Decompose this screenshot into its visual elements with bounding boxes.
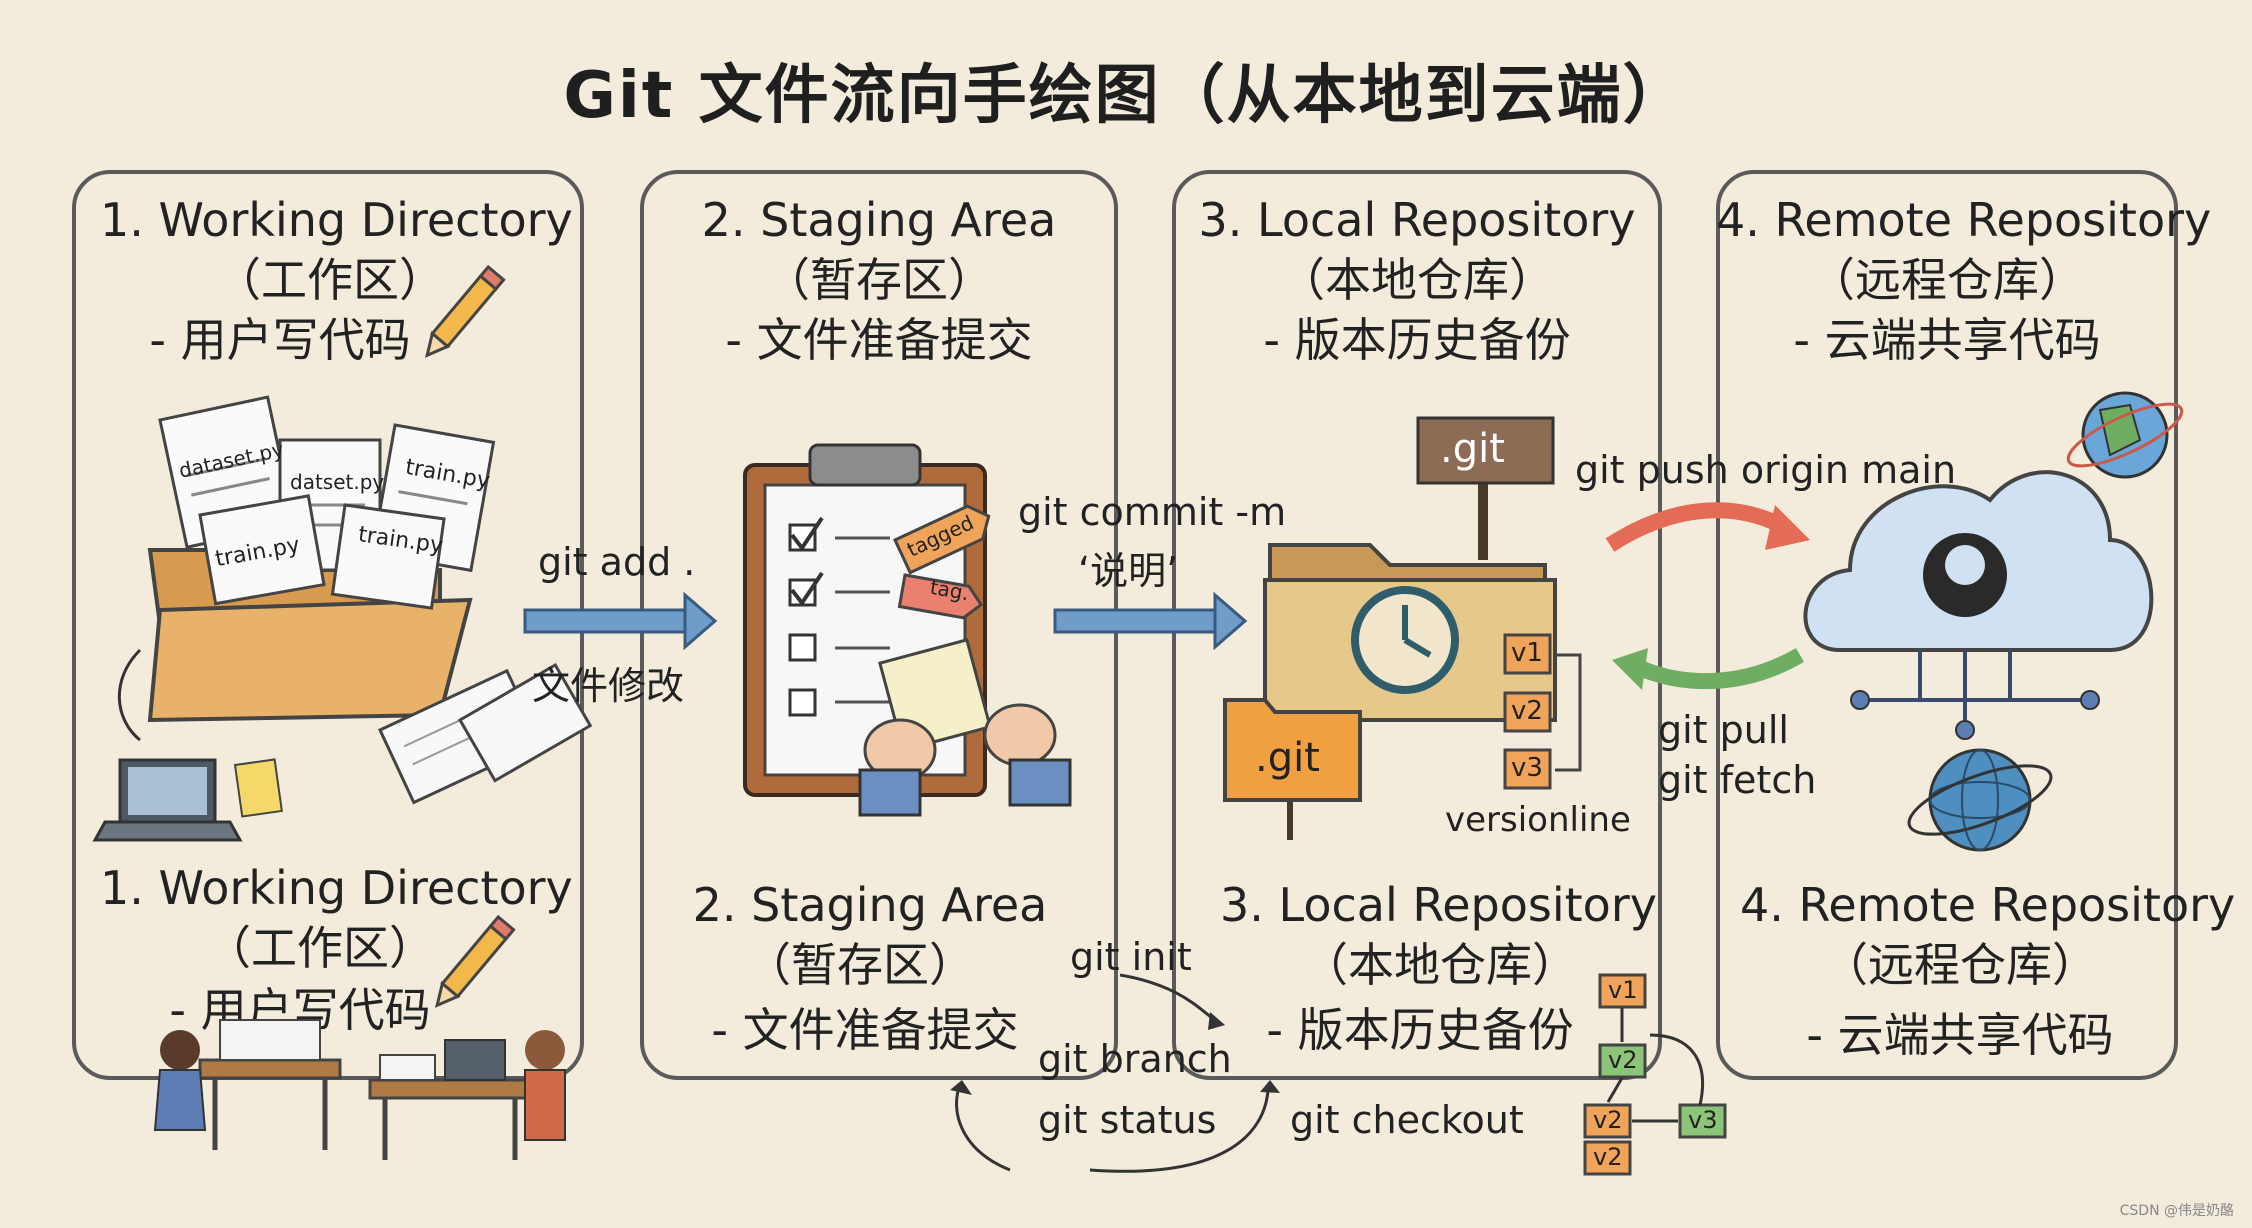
version-box-v3 [1503, 748, 1552, 790]
git-pull-label: git pull [1658, 708, 1789, 752]
panel2-top-sub: （暂存区） [764, 253, 994, 307]
git-init-label: git init [1070, 935, 1192, 979]
person-at-desk-icon [153, 1019, 342, 1150]
file-icon [330, 503, 446, 610]
cycle-arrow-left [955, 1084, 1011, 1172]
branch-box-v2-top [1598, 1043, 1647, 1079]
version-label-v3: v3 [1511, 753, 1543, 783]
panel3-top-desc: - 版本历史备份 [1263, 313, 1571, 367]
watermark: CSDN @伟是奶酪 [2119, 1203, 2234, 1219]
signpost-label: .git [1440, 426, 1505, 472]
branch-label-v2: v2 [1593, 1106, 1623, 1134]
git-add-note: 文件修改 [532, 664, 685, 708]
git-checkout-label: git checkout [1290, 1098, 1524, 1142]
branch-box-v2-bottom [1583, 1140, 1632, 1176]
hands-with-paper-icon [858, 638, 1072, 817]
git-branch-label: git branch [1038, 1037, 1232, 1081]
panel1-top-sub: （工作区） [215, 253, 445, 307]
panel1-top-title: 1. Working Directory [100, 193, 573, 247]
panel2-top-title: 2. Staging Area [701, 193, 1057, 247]
branch-box-v3 [1678, 1103, 1727, 1139]
cycle-arrow-top [1119, 973, 1216, 1022]
panel1-bottom-sub: （工作区） [205, 921, 435, 975]
file-icon [198, 494, 326, 606]
panel4-bottom-sub: （远程仓库） [1822, 938, 2098, 992]
network-globe-icon [1907, 748, 2053, 852]
version-box-v2 [1503, 691, 1552, 733]
panel4-bottom-desc: - 云端共享代码 [1806, 1008, 2114, 1062]
git-commit-label: git commit -m [1018, 490, 1287, 534]
git-add-arrow [523, 591, 718, 651]
panel-remote-repository [1716, 170, 2178, 1080]
panel4-top-sub: （远程仓库） [1809, 253, 2085, 307]
signpost-icon [1416, 416, 1555, 560]
panel2-top-desc: - 文件准备提交 [725, 313, 1033, 367]
panel1-bottom-title: 1. Working Directory [100, 861, 573, 915]
panel3-bottom-desc: - 版本历史备份 [1266, 1003, 1574, 1057]
sticky-note-icon [233, 758, 283, 818]
version-box-v1 [1503, 633, 1552, 675]
panel3-bottom-title: 3. Local Repository [1220, 878, 1657, 932]
git-fetch-label: git fetch [1658, 758, 1817, 802]
git-commit-arrow [1053, 591, 1248, 651]
cloud-icon [1803, 470, 2154, 740]
branch-box-v1 [1598, 973, 1647, 1009]
laptop-icon [92, 758, 243, 842]
pencil-icon [424, 264, 506, 358]
curved-arrow-icon [117, 648, 142, 742]
panel3-bottom-sub: （本地仓库） [1302, 938, 1578, 992]
panel4-top-desc: - 云端共享代码 [1793, 313, 2101, 367]
branch-label-v2: v2 [1608, 1046, 1638, 1074]
git-status-label: git status [1038, 1098, 1217, 1142]
globe-icon [2066, 391, 2184, 479]
git-add-label: git add . [538, 540, 696, 584]
versionline-label: versionline [1445, 800, 1631, 840]
panel3-top-title: 3. Local Repository [1198, 193, 1636, 247]
panel2-bottom-sub: （暂存区） [745, 938, 975, 992]
panel1-top-desc: - 用户写代码 [149, 313, 411, 367]
branch-label-v3: v3 [1688, 1106, 1718, 1134]
branch-box-v2-mid [1583, 1103, 1632, 1139]
tag-icon [897, 573, 984, 620]
git-folder-icon [1223, 698, 1362, 840]
panel4-top-title: 4. Remote Repository [1716, 193, 2212, 247]
pencil-icon-bottom [434, 914, 516, 1008]
panel4-bottom-title: 4. Remote Repository [1740, 878, 2236, 932]
branch-label-v2: v2 [1593, 1143, 1623, 1171]
tag-icon [893, 504, 991, 575]
git-folder-label: .git [1255, 735, 1320, 781]
panel2-bottom-desc: - 文件准备提交 [711, 1003, 1019, 1057]
panel3-top-sub: （本地仓库） [1279, 253, 1555, 307]
git-push-arrow [1605, 502, 1810, 552]
git-pull-arrow [1612, 648, 1805, 690]
diagram-title: Git 文件流向手绘图（从本地到云端） [563, 59, 1689, 133]
git-push-label: git push origin main [1575, 448, 1957, 492]
cycle-arrow-right [1089, 1089, 1270, 1173]
paper-icon [457, 662, 593, 783]
version-label-v2: v2 [1511, 696, 1543, 726]
file-label: datset.py [290, 470, 385, 494]
branch-label-v1: v1 [1608, 976, 1638, 1004]
git-commit-note: ‘说明’ [1078, 549, 1179, 593]
person-at-desk-icon [368, 1030, 566, 1160]
panel2-bottom-title: 2. Staging Area [692, 878, 1048, 932]
version-label-v1: v1 [1511, 638, 1543, 668]
